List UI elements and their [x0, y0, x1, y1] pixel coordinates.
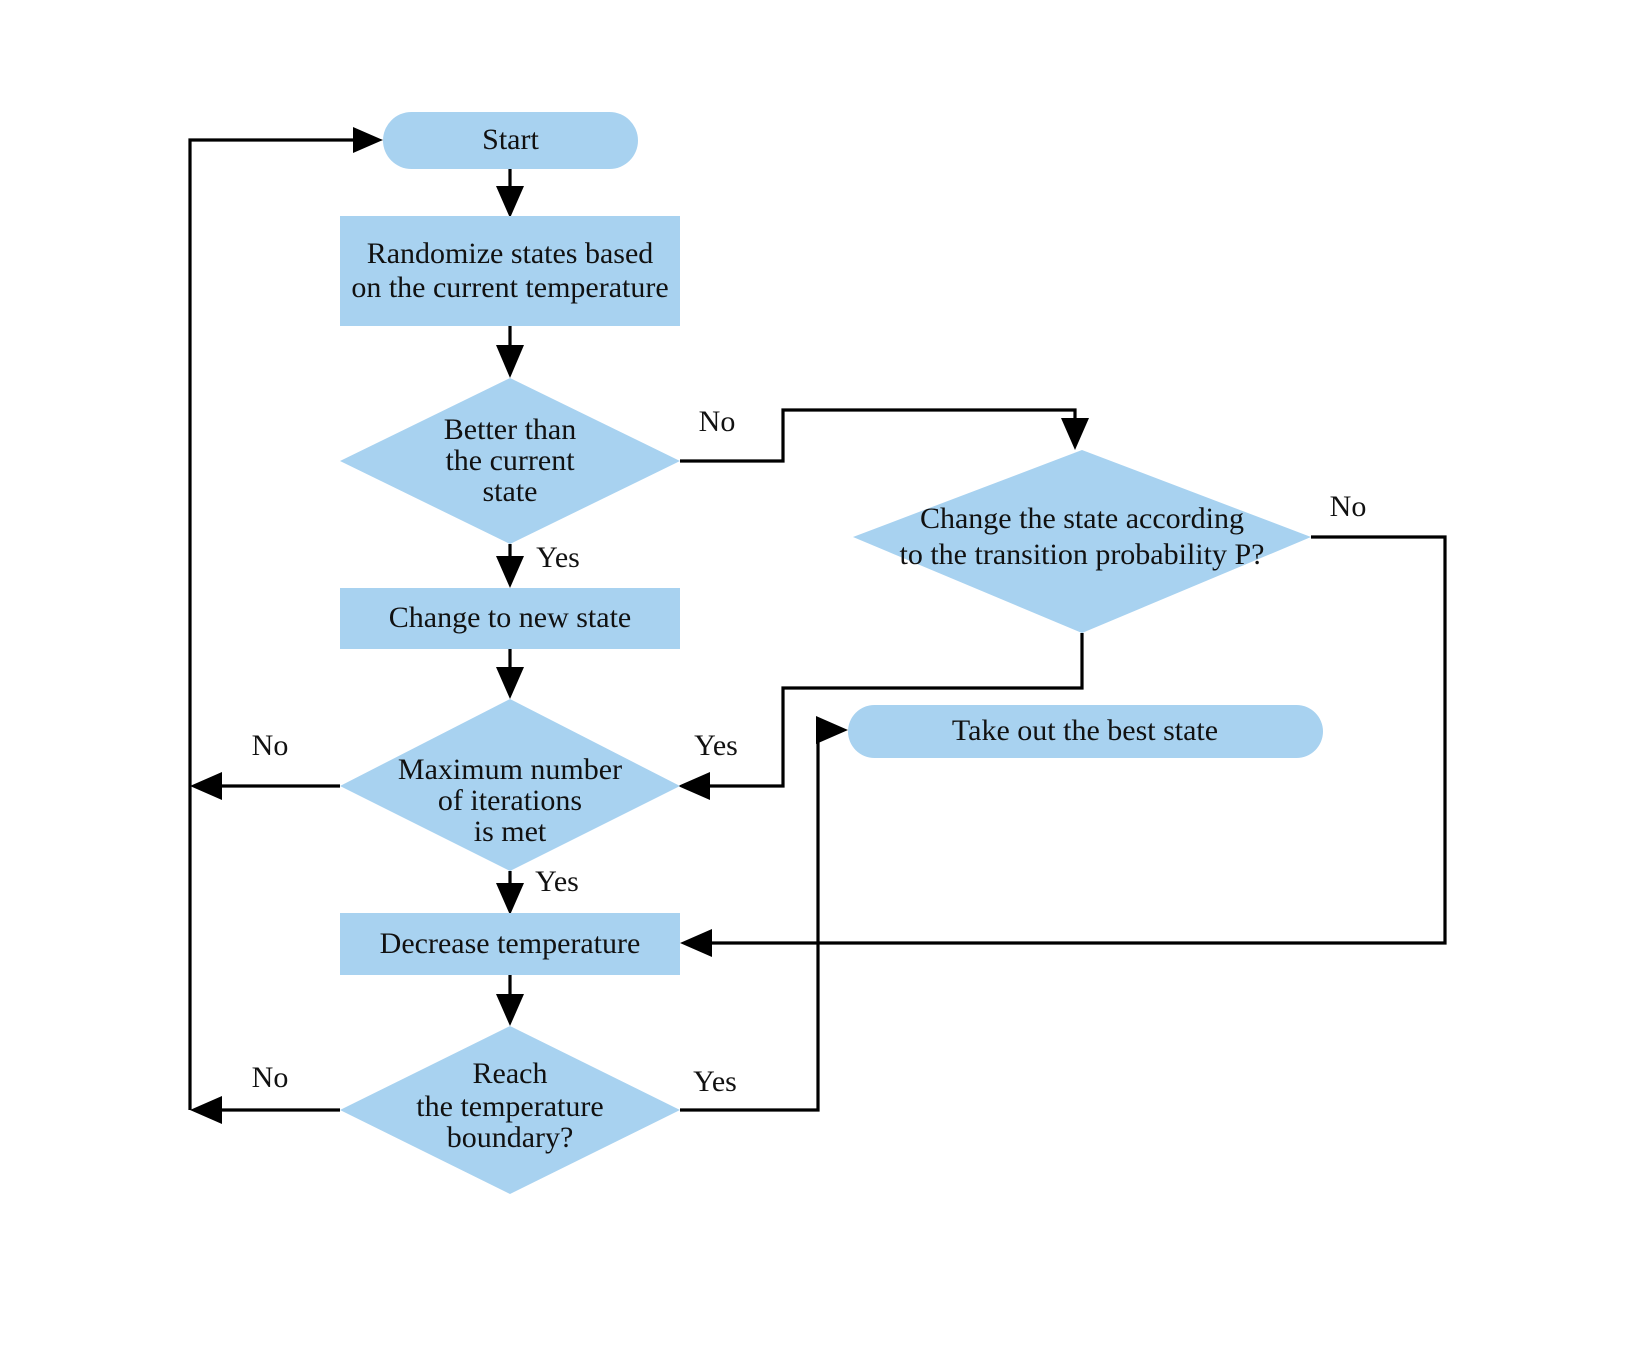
edge-transition-yes-to-max-iterations — [678, 633, 1084, 800]
node-randomize-states[interactable]: Randomize states based on the current te… — [340, 216, 680, 326]
node-maximum-iterations[interactable]: Maximum number of iterations is met — [340, 699, 680, 871]
edge-randomize-to-better — [496, 325, 524, 378]
node-start[interactable]: Start — [383, 112, 638, 169]
node-better-line3: state — [483, 475, 538, 508]
node-change-to-new-state[interactable]: Change to new state — [340, 588, 680, 649]
arrowhead-icon — [496, 667, 524, 699]
edge-label-better-yes: Yes — [536, 541, 580, 574]
edge-label-max-iterations-yes-down: Yes — [535, 865, 579, 898]
node-transition-line1: Change the state according — [920, 502, 1244, 535]
edge-better-no-to-transition — [680, 408, 1089, 463]
node-reach-boundary-line3: boundary? — [447, 1121, 574, 1154]
edge-transition-no-to-decrease — [680, 535, 1447, 957]
node-decrease-temperature[interactable]: Decrease temperature — [340, 913, 680, 975]
arrowhead-icon — [190, 772, 222, 800]
arrowhead-icon — [1061, 418, 1089, 450]
node-transition-probability[interactable]: Change the state according to the transi… — [853, 450, 1311, 633]
edge-decrease-to-reach-boundary — [496, 975, 524, 1026]
arrowhead-icon — [496, 186, 524, 218]
node-max-iterations-line1: Maximum number — [398, 753, 622, 786]
arrowhead-icon — [496, 994, 524, 1026]
arrowhead-icon — [496, 883, 524, 915]
edge-reach-yes-to-take-best — [680, 716, 848, 1112]
node-reach-temperature-boundary[interactable]: Reach the temperature boundary? — [340, 1026, 680, 1194]
node-randomize-line2: on the current temperature — [351, 271, 668, 304]
node-reach-boundary-line2: the temperature — [416, 1090, 603, 1123]
edge-label-reach-no: No — [252, 1061, 289, 1094]
node-max-iterations-line2: of iterations — [438, 784, 582, 817]
node-better-line2: the current — [445, 444, 575, 477]
edge-label-reach-yes: Yes — [693, 1065, 737, 1098]
node-better-line1: Better than — [444, 413, 576, 446]
edge-start-to-randomize — [496, 168, 524, 218]
edge-label-max-iterations-no: No — [252, 729, 289, 762]
edge-label-transition-no: No — [1330, 490, 1367, 523]
node-reach-boundary-line1: Reach — [473, 1057, 548, 1090]
edge-label-better-no: No — [699, 405, 736, 438]
arrowhead-icon — [496, 345, 524, 378]
arrowhead-icon — [496, 556, 524, 588]
node-better-than-current-state[interactable]: Better than the current state — [340, 378, 680, 544]
arrowhead-icon — [678, 772, 710, 800]
node-decrease-temp-label: Decrease temperature — [380, 927, 641, 960]
edge-max-iterations-yes-to-decrease — [496, 871, 524, 915]
arrowhead-icon — [816, 716, 848, 744]
node-take-best-label: Take out the best state — [952, 714, 1218, 747]
arrowhead-icon — [353, 127, 383, 153]
node-transition-line2: to the transition probability P? — [900, 538, 1265, 571]
arrowhead-icon — [190, 1096, 222, 1124]
node-max-iterations-line3: is met — [474, 815, 547, 848]
node-change-new-state-label: Change to new state — [389, 601, 631, 634]
node-take-out-best-state[interactable]: Take out the best state — [848, 705, 1323, 758]
edge-loop-return-to-start — [188, 127, 383, 1110]
edge-max-iterations-no-to-loop — [190, 772, 340, 800]
edge-better-yes-to-change — [496, 544, 524, 588]
arrowhead-icon — [680, 929, 712, 957]
node-randomize-line1: Randomize states based — [367, 237, 654, 270]
node-start-label: Start — [482, 123, 539, 156]
edge-label-max-iterations-yes-in: Yes — [694, 729, 738, 762]
edge-change-to-max-iterations — [496, 649, 524, 699]
edge-reach-no-to-loop — [190, 1096, 340, 1124]
